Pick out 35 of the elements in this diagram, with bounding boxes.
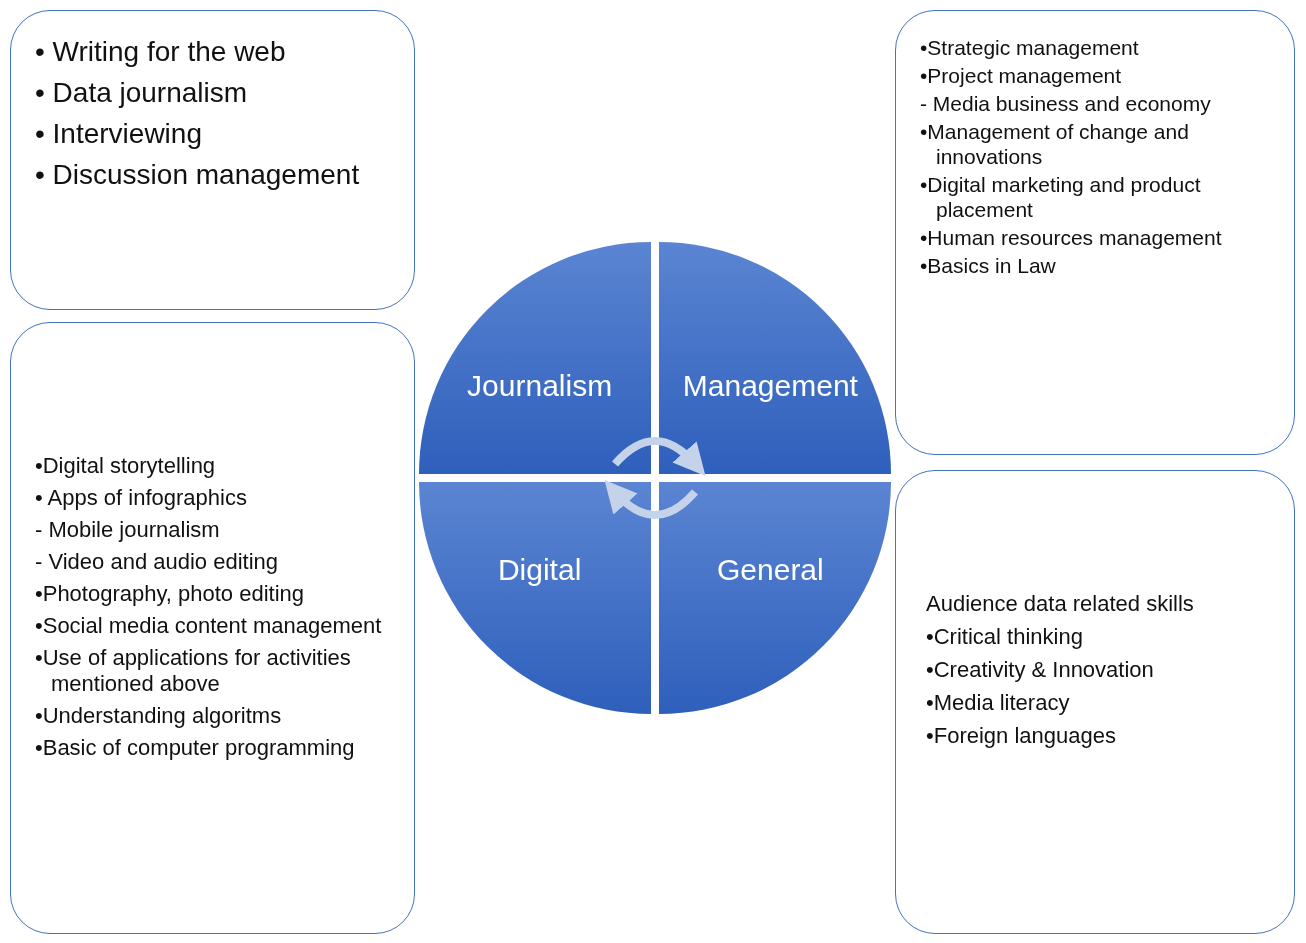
bullet-item: •Understanding algoritms xyxy=(35,703,283,730)
bullet-item: • Data journalism xyxy=(35,76,249,110)
quadrant-label: General xyxy=(717,553,824,588)
bullet-item: - Media business and economy xyxy=(920,91,1212,117)
bullet-item: • Writing for the web xyxy=(35,35,287,69)
curved-arrow xyxy=(604,480,698,519)
bullet-item: • Interviewing xyxy=(35,116,203,151)
bullet-item: •Creativity & Innovation xyxy=(926,657,1155,684)
bullet-item: •Photography, photo editing xyxy=(35,581,306,608)
bullet-item: • Apps of infographics xyxy=(35,485,248,512)
rounded-box xyxy=(10,10,415,310)
bullet-item: •Use of applications for activities mentioned above xyxy=(35,645,352,698)
bullet-item: •Digital marketing and product placement xyxy=(920,172,1202,223)
bullet-item: • Discussion management xyxy=(35,157,361,192)
curved-arrow xyxy=(612,437,706,476)
bullet-item: •Critical thinking xyxy=(926,624,1084,651)
quadrant-label: Digital xyxy=(497,553,582,588)
bullet-item: •Digital storytelling xyxy=(35,453,217,480)
rounded-box xyxy=(895,470,1295,934)
bullet-item: •Strategic management xyxy=(920,35,1140,61)
quadrant-label: Journalism xyxy=(467,368,613,403)
bullet-item: •Management of change and innovations xyxy=(920,119,1190,170)
bullet-item: - Mobile journalism xyxy=(35,517,221,544)
quadrant-label: Management xyxy=(682,368,858,403)
bullet-item: •Foreign languages xyxy=(926,723,1117,750)
bullet-item: •Basics in Law xyxy=(920,253,1057,279)
bullet-item: •Media literacy xyxy=(926,690,1071,717)
rounded-box xyxy=(10,322,415,934)
bullet-item: •Project management xyxy=(920,63,1123,89)
bullet-item: •Basic of computer programming xyxy=(35,735,356,762)
bullet-item: - Video and audio editing xyxy=(35,549,279,576)
bullet-item: •Social media content management xyxy=(35,613,383,640)
bullet-item: Audience data related skills xyxy=(926,591,1195,618)
rounded-box xyxy=(895,10,1295,455)
bullet-item: •Human resources management xyxy=(920,225,1223,251)
